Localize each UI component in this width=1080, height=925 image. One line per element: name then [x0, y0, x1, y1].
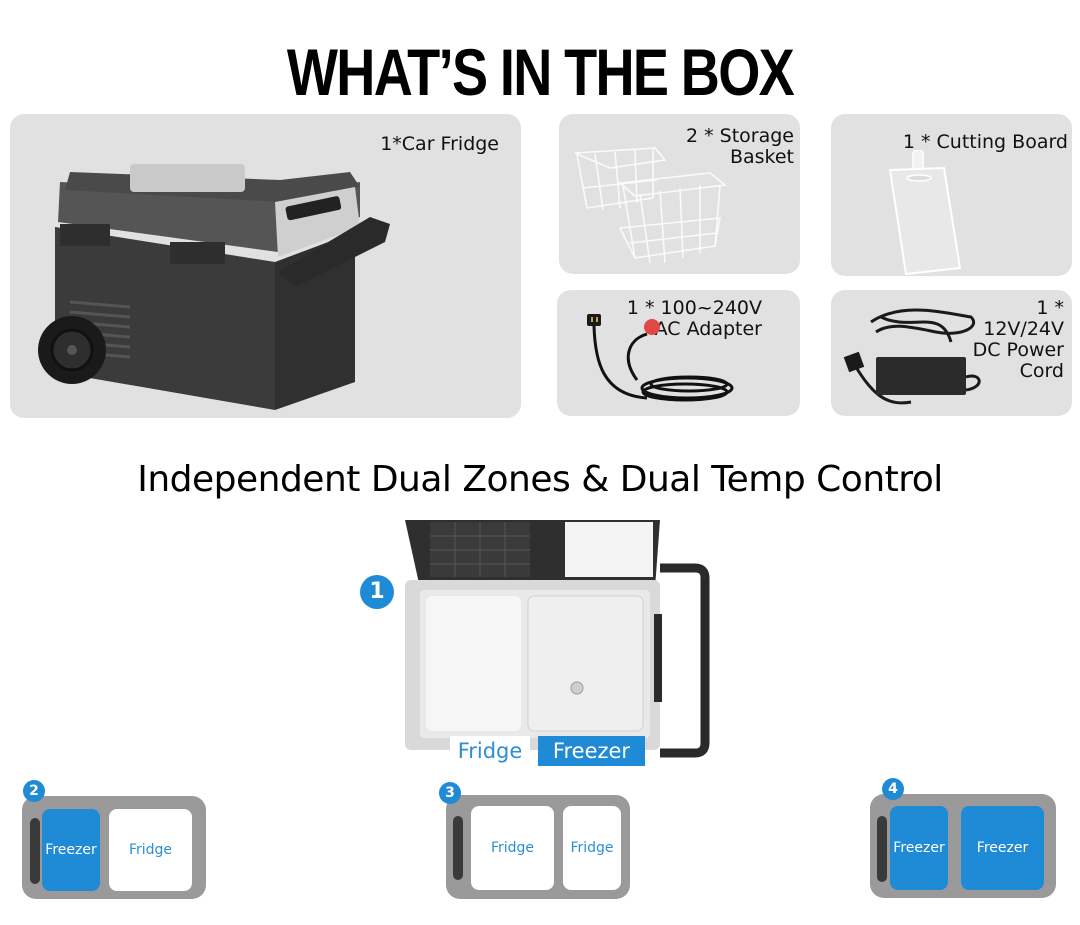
label-line: 12V/24V	[983, 318, 1064, 340]
item-panel-storage-basket: 2 * Storage Basket	[559, 114, 800, 274]
mode-card-4: Freezer Freezer 4	[870, 778, 1056, 900]
mode-badge-3: 3	[439, 782, 461, 804]
label-line: Cord	[1019, 360, 1064, 382]
ac-adapter-image	[587, 314, 734, 402]
cutting-board-image	[888, 150, 962, 276]
zone-fridge: Fridge	[471, 806, 554, 890]
open-fridge-image	[405, 520, 710, 758]
label-line: 2 * Storage	[685, 125, 794, 147]
item-label-ac-adapter: 1 * 100~240V AC Adapter	[627, 298, 762, 340]
mode-badge-1: 1	[360, 575, 394, 609]
section-title: Independent Dual Zones & Dual Temp Contr…	[137, 459, 943, 500]
mode-badge-4: 4	[882, 778, 904, 800]
mode-badge-2: 2	[23, 780, 45, 802]
item-label-dc-power-cord: 1 * 12V/24V DC Power Cord	[973, 298, 1064, 382]
item-label-storage-basket: 2 * Storage Basket	[686, 126, 794, 168]
fridge-handle	[30, 818, 40, 884]
fridge-handle	[453, 816, 463, 880]
fridge-handle	[877, 816, 887, 882]
hero-open-fridge: 1 Fridge Freezer	[360, 518, 720, 768]
zone-fridge: Fridge	[109, 809, 192, 891]
storage-basket-image	[574, 147, 727, 264]
zone-freezer: Freezer	[890, 806, 948, 890]
label-line: 1 * 100~240V	[626, 297, 762, 319]
hero-zone-fridge-label: Fridge	[450, 736, 530, 766]
zone-fridge: Fridge	[563, 806, 621, 890]
label-line: DC Power	[972, 339, 1064, 361]
item-panel-ac-adapter: 1 * 100~240V AC Adapter	[557, 290, 800, 416]
car-fridge-image	[38, 164, 390, 410]
mode-card-3: Fridge Fridge 3	[439, 782, 632, 904]
zone-freezer: Freezer	[42, 809, 100, 891]
label-line: Basket	[729, 146, 794, 168]
label-line: 1 *	[1036, 297, 1064, 319]
hero-zone-freezer-label: Freezer	[538, 736, 645, 766]
page-title: WHAT’S IN THE BOX	[286, 35, 795, 109]
item-label-cutting-board: 1 * Cutting Board	[902, 131, 1068, 153]
mode-card-2: Freezer Fridge 2	[22, 780, 208, 902]
item-panel-dc-power-cord: 1 * 12V/24V DC Power Cord	[831, 290, 1072, 416]
item-panel-cutting-board: 1 * Cutting Board	[831, 114, 1072, 276]
dc-power-cord-image	[843, 308, 981, 405]
label-line: AC Adapter	[654, 318, 762, 340]
item-panel-car-fridge: 1*Car Fridge	[10, 114, 521, 418]
item-label-car-fridge: 1*Car Fridge	[380, 133, 499, 155]
zone-freezer: Freezer	[961, 806, 1044, 890]
